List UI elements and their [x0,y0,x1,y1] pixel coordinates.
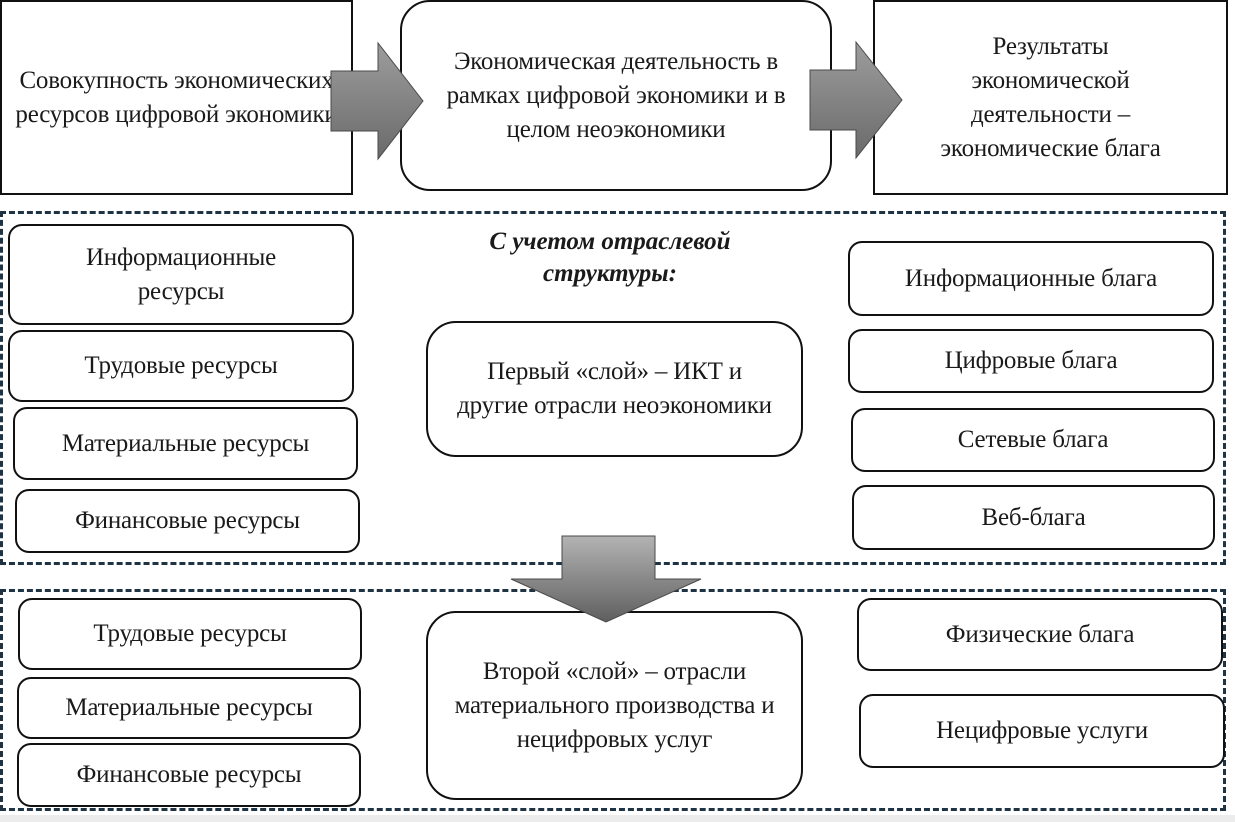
layer1-goods-item: Цифровые блага [848,329,1214,393]
layer2-resource-item: Трудовые ресурсы [18,598,362,670]
results-box: Результаты экономической деятельности – … [873,0,1228,195]
layer2-resource-item: Финансовые ресурсы [17,743,361,807]
layer1-goods-item: Сетевые блага [851,408,1215,472]
layer2-goods-item: Физические блага [857,598,1223,671]
layer2-center-box: Второй «слой» – отрасли материального пр… [426,611,803,800]
results-label: Результаты экономической деятельности – … [940,32,1161,162]
layer2-goods-item: Нецифровые услуги [859,694,1225,768]
bottom-strip [0,815,1235,822]
layer1-resource-item: Финансовые ресурсы [15,489,360,553]
layer1-note: С учетом отраслевой структуры: [489,228,731,287]
activity-label: Экономическая деятельность в рамках цифр… [446,47,786,143]
arrow-right-icon [809,40,903,160]
layer1-resource-item: Трудовые ресурсы [8,330,354,402]
layer1-goods-item: Информационные блага [848,241,1214,316]
layer1-resource-item: Материальные ресурсы [13,407,358,480]
arrow-right-icon [330,41,424,161]
resources-total-box: Совокупность экономических ресурсов цифр… [0,0,353,195]
layer1-goods-item: Веб-блага [852,485,1215,550]
resources-total-label: Совокупность экономических ресурсов цифр… [15,66,338,128]
layer2-resource-item: Материальные ресурсы [17,677,361,739]
layer1-resource-item: Информационные ресурсы [8,224,354,325]
arrow-down-icon [510,535,702,623]
layer1-center-box: Первый «слой» – ИКТ и другие отрасли нео… [426,321,803,457]
activity-box: Экономическая деятельность в рамках цифр… [400,0,832,191]
